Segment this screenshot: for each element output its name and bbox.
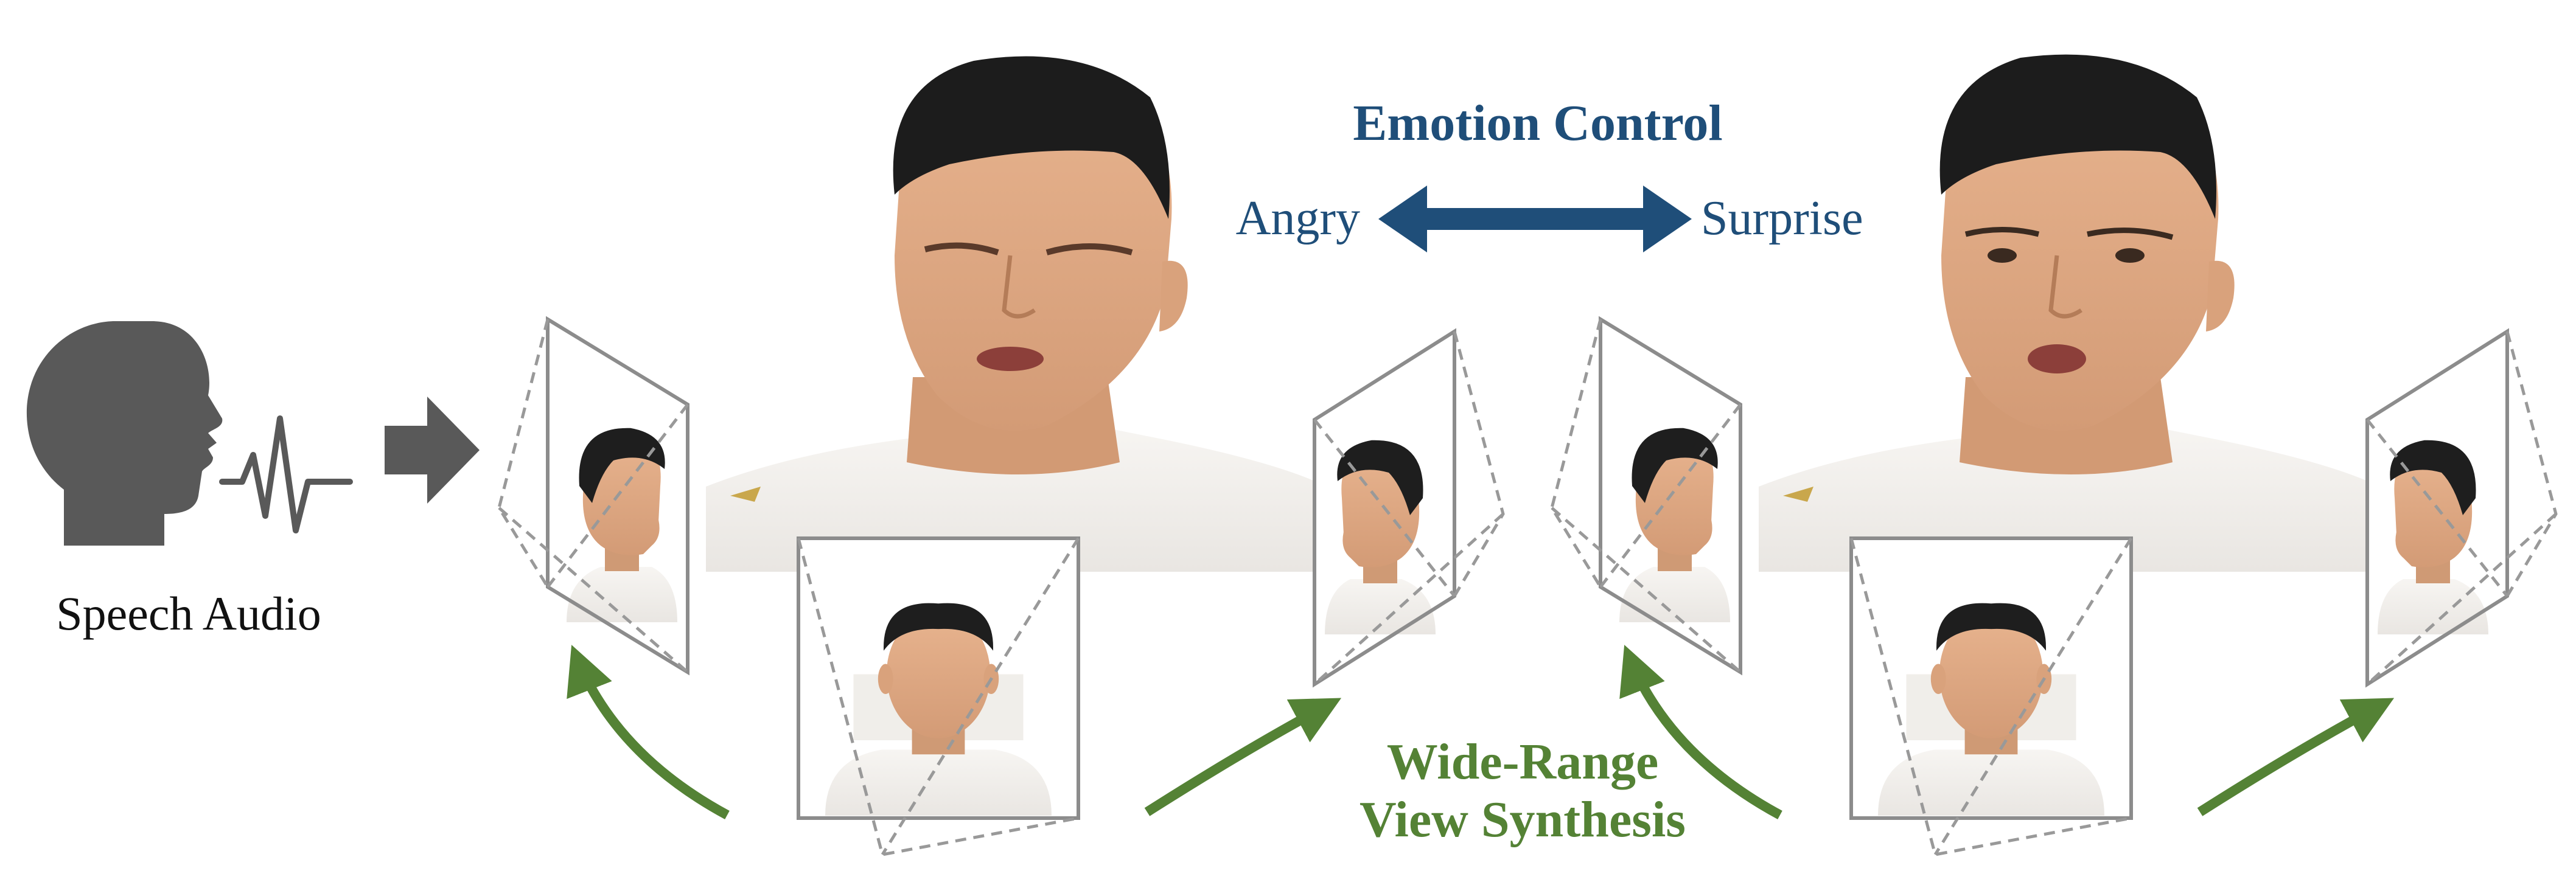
angry-portrait (706, 56, 1327, 572)
right-arrow-icon (385, 397, 480, 504)
surprise-right-view (2365, 328, 2558, 688)
emotion-label-angry: Angry (1236, 192, 1360, 245)
view-arrow-left-1 (567, 645, 730, 820)
view-arrow-left-2 (1619, 645, 1782, 820)
speech-audio-label: Speech Audio (56, 587, 321, 640)
angry-right-view (1313, 328, 1505, 688)
view-synthesis-line2: View Synthesis (1360, 791, 1686, 848)
surprise-portrait (1759, 54, 2379, 572)
emotion-control-title: Emotion Control (1353, 95, 1722, 151)
angry-left-view (497, 316, 689, 676)
speaking-head-icon (26, 321, 223, 546)
view-synthesis-line1: Wide-Range (1387, 734, 1658, 790)
surprise-front-view (1849, 536, 2133, 856)
view-arrow-right-1 (1144, 698, 1342, 816)
angry-front-view (797, 536, 1080, 856)
emotion-double-arrow-icon (1378, 186, 1692, 252)
emotion-label-surprise: Surprise (1701, 192, 1863, 245)
audio-waveform-icon (219, 415, 353, 533)
surprise-left-view (1550, 316, 1742, 676)
view-arrow-right-2 (2197, 698, 2395, 816)
